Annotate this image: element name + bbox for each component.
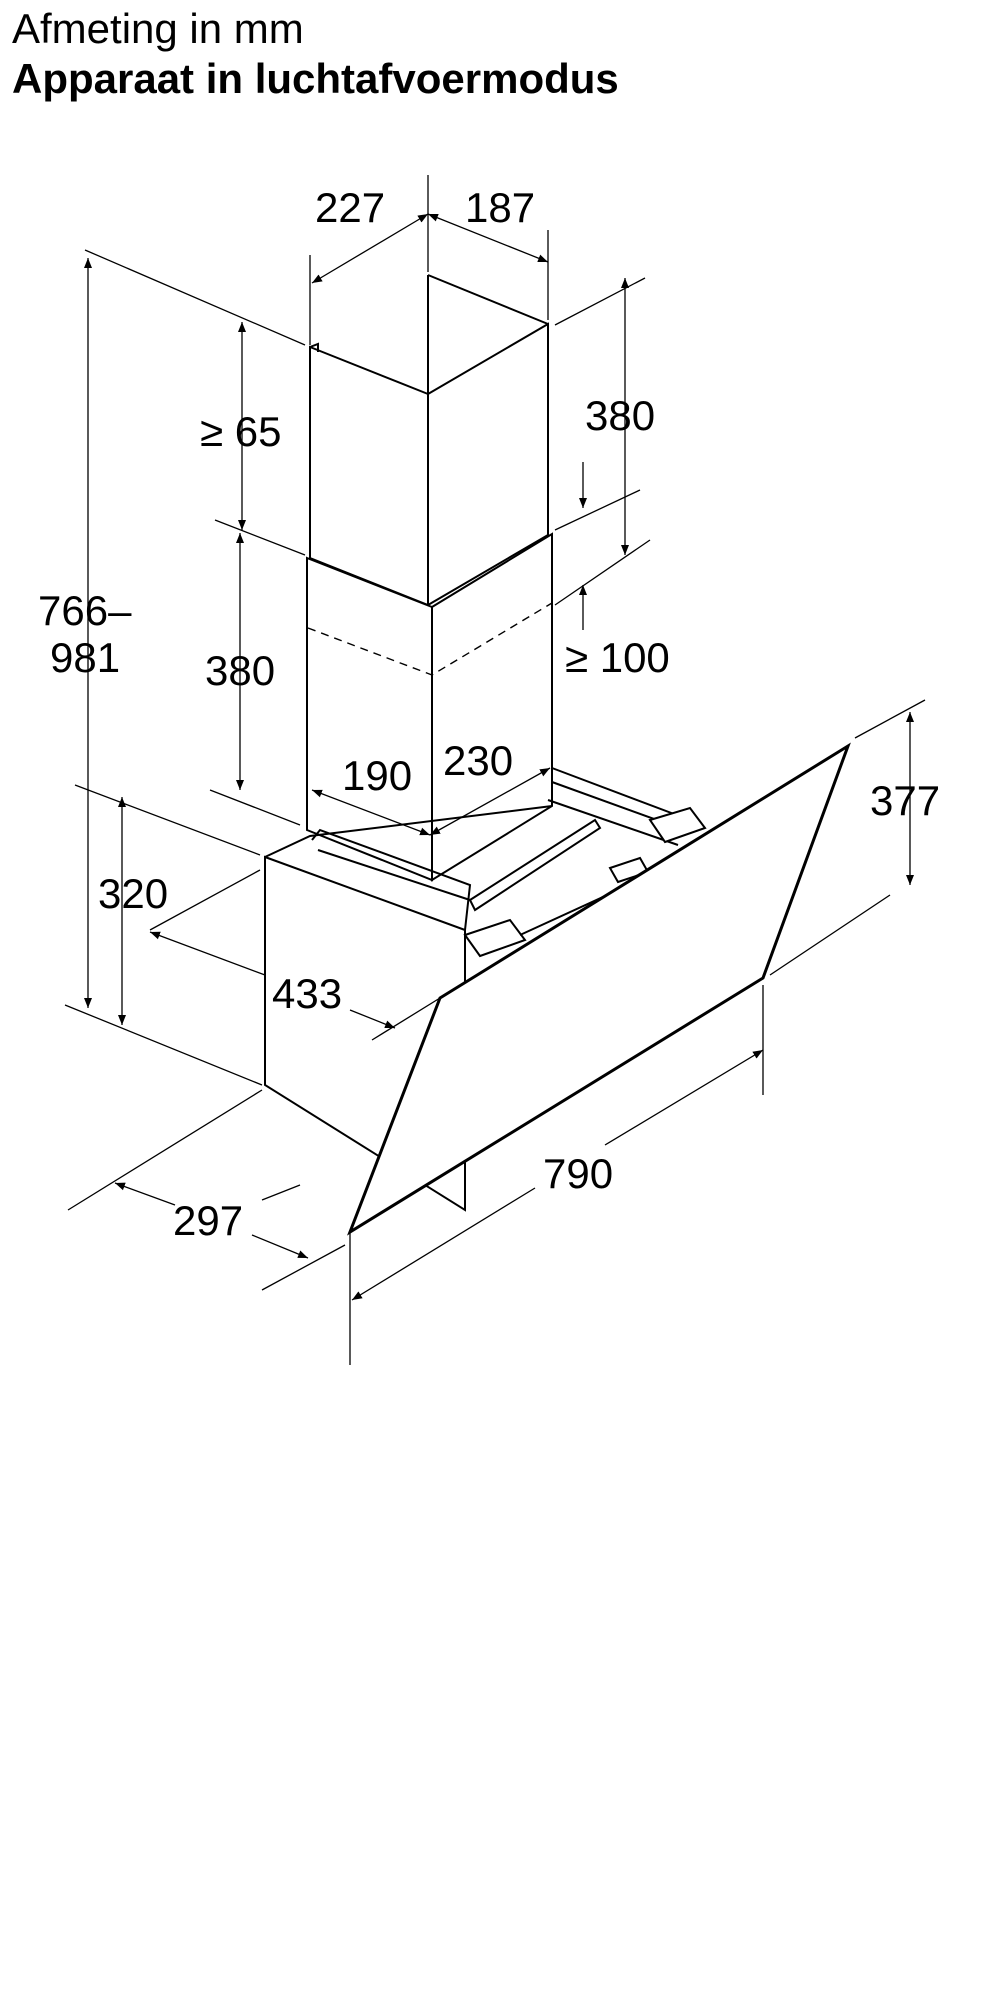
dimension-arrows [84,213,914,1301]
dim-433: 433 [272,970,342,1017]
chimney-upper [309,274,549,607]
page-title: Apparaat in luchtafvoermodus [12,55,619,102]
extension-lines [64,175,926,1365]
dim-187: 187 [465,184,535,231]
page-subtitle: Afmeting in mm [12,5,304,52]
dim-790: 790 [543,1150,613,1197]
dim-min-65: ≥ 65 [200,408,281,455]
dim-377: 377 [870,777,940,824]
dim-297: 297 [173,1197,243,1244]
dim-230: 230 [443,737,513,784]
dim-min-100: ≥ 100 [565,634,670,681]
front-glass-panel [347,742,851,1236]
dimension-labels: 227 187 ≥ 65 380 766– 981 380 ≥ 100 190 … [38,184,940,1244]
dim-320: 320 [98,870,168,917]
dim-227: 227 [315,184,385,231]
dim-766: 766– [38,587,132,634]
dim-380-lower: 380 [205,647,275,694]
dim-981: 981 [50,634,120,681]
dim-190: 190 [342,752,412,799]
dim-380-upper: 380 [585,392,655,439]
